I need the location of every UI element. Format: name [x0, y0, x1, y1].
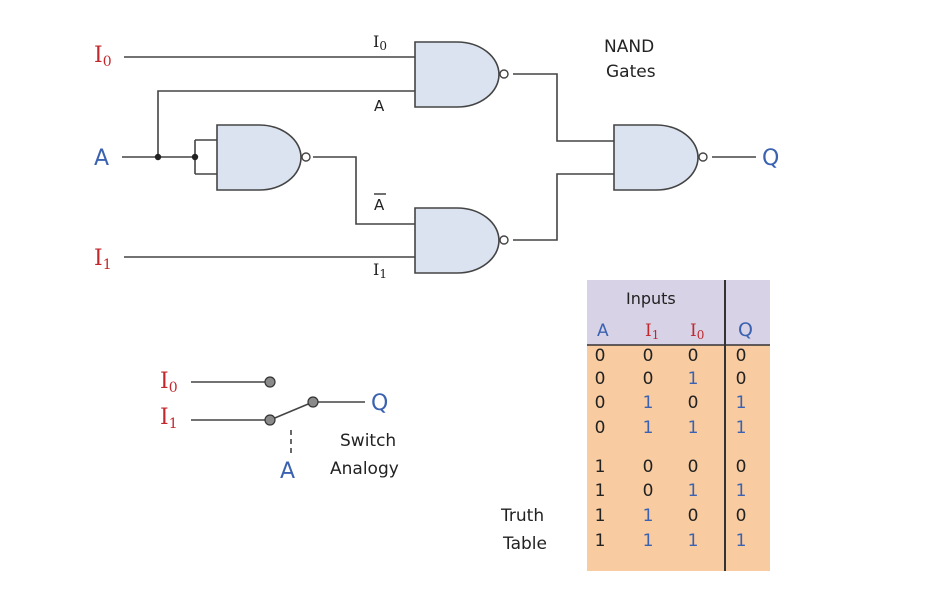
table-cell: 0 — [688, 457, 699, 477]
table-cell: 1 — [595, 457, 606, 477]
nand-gate-bottom — [414, 207, 509, 274]
table-col-i1: I1 — [645, 321, 659, 342]
table-cell: 0 — [595, 418, 606, 438]
truth-table-caption-line2: Table — [502, 534, 547, 554]
input-label-i1: I1 — [94, 246, 112, 273]
table-cell: 1 — [736, 393, 747, 413]
table-cell: 1 — [643, 418, 654, 438]
switch-caption-line2: Analogy — [330, 459, 399, 479]
switch-analogy: I0 I1 Q A Switch Analogy — [160, 369, 399, 484]
wire-label-i1: I1 — [373, 260, 387, 281]
table-col-a: A — [597, 321, 609, 341]
table-cell: 0 — [643, 346, 654, 366]
gates-title-line2: Gates — [606, 62, 656, 82]
table-cell: 1 — [595, 506, 606, 526]
table-cell: 0 — [643, 481, 654, 501]
switch-label-i1: I1 — [160, 405, 178, 432]
switch-contact-i0 — [264, 376, 276, 388]
table-cell: 0 — [736, 346, 747, 366]
table-cell: 0 — [736, 369, 747, 389]
table-cell: 1 — [643, 393, 654, 413]
table-cell: 1 — [643, 506, 654, 526]
table-cell: 0 — [595, 393, 606, 413]
switch-contact-i1 — [264, 414, 276, 426]
table-cell: 1 — [736, 531, 747, 551]
input-label-i0: I0 — [94, 43, 112, 70]
nand-gate-inverter — [216, 124, 311, 191]
table-group-header: Inputs — [626, 289, 676, 308]
truth-table-rows: 0 0 0 0 0 0 1 0 0 1 0 1 0 1 1 1 1 0 0 0 1 0 1 1 1 1 0 0 1 1 1 1 — [595, 346, 747, 551]
table-cell: 1 — [595, 531, 606, 551]
wire-label-a: A — [374, 97, 385, 115]
output-label-q: Q — [762, 146, 779, 171]
table-cell: 0 — [595, 369, 606, 389]
table-cell: 0 — [688, 393, 699, 413]
table-cell: 1 — [643, 531, 654, 551]
junction-dot — [191, 153, 199, 161]
switch-label-i0: I0 — [160, 369, 178, 396]
table-cell: 1 — [688, 531, 699, 551]
switch-pivot — [307, 396, 319, 408]
truth-table-header-bg — [587, 280, 770, 345]
nand-gate-output — [613, 124, 708, 191]
switch-label-a: A — [280, 459, 295, 484]
table-cell: 1 — [688, 481, 699, 501]
table-cell: 1 — [688, 369, 699, 389]
table-cell: 0 — [736, 457, 747, 477]
table-cell: 0 — [688, 506, 699, 526]
table-cell: 0 — [643, 457, 654, 477]
wires — [122, 56, 756, 258]
table-cell: 0 — [688, 346, 699, 366]
table-cell: 0 — [736, 506, 747, 526]
gates-title-line1: NAND — [604, 37, 654, 57]
table-cell: 1 — [595, 481, 606, 501]
switch-label-q: Q — [371, 391, 388, 416]
switch-caption-line1: Switch — [340, 431, 396, 451]
junction-dot — [154, 153, 162, 161]
table-col-q: Q — [738, 319, 753, 341]
wire-label-i0: I0 — [373, 32, 387, 53]
table-col-i0: I0 — [690, 321, 704, 342]
wire-label-a-bar: A — [374, 196, 385, 214]
truth-table-caption-line1: Truth — [500, 506, 544, 526]
table-cell: 0 — [595, 346, 606, 366]
input-label-a: A — [94, 146, 109, 171]
table-cell: 1 — [736, 481, 747, 501]
truth-table-body-bg — [587, 345, 770, 571]
table-cell: 0 — [643, 369, 654, 389]
table-cell: 1 — [688, 418, 699, 438]
truth-table: Inputs A I1 I0 Q 0 0 0 0 0 0 1 0 0 1 0 1 0 1 1 1 1 0 0 0 1 0 1… — [500, 280, 770, 571]
nand-gate-top — [414, 41, 509, 108]
table-cell: 1 — [736, 418, 747, 438]
